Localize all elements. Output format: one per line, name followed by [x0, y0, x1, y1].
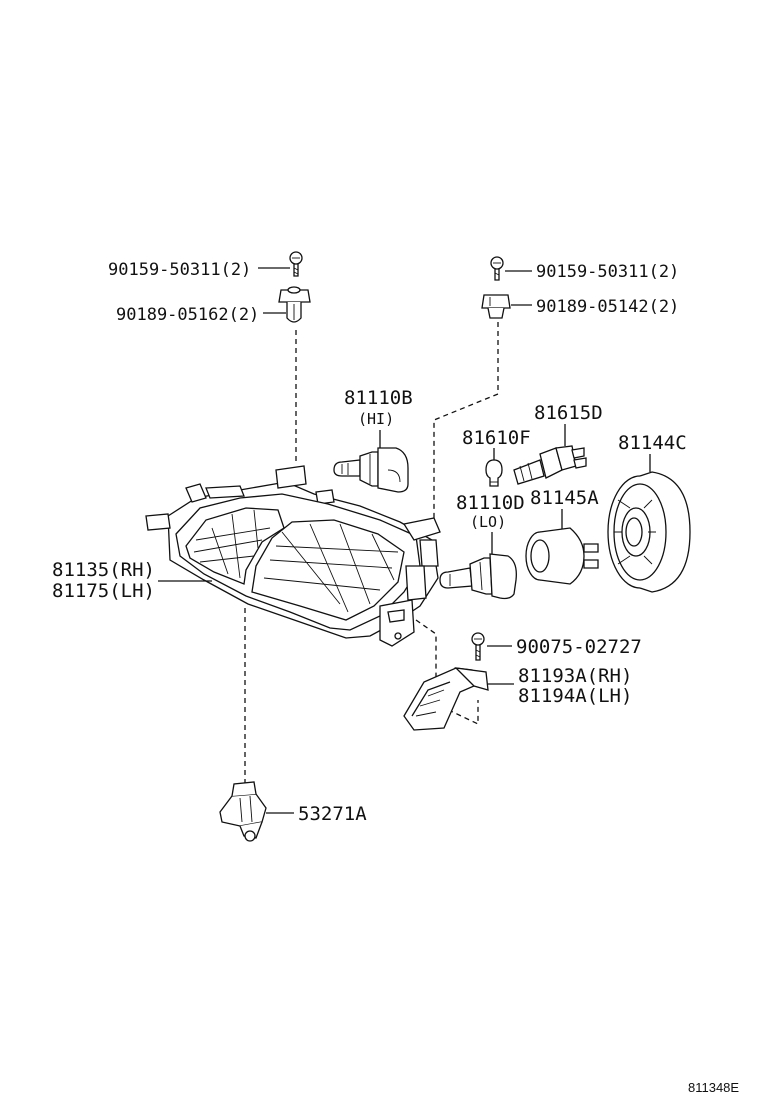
- screw-left-icon: [289, 251, 303, 277]
- nut-left-icon: [278, 286, 311, 323]
- nut-right-icon: [481, 294, 511, 319]
- bulb-lo-icon: [439, 553, 517, 600]
- label-screw-left: 90159-50311(2): [108, 260, 251, 280]
- clip-icon: [219, 781, 267, 842]
- dash-nut-right: [433, 322, 499, 524]
- label-bracket-rh: 81193A(RH): [518, 665, 632, 687]
- socket-icon: [513, 445, 587, 485]
- label-bracket-lh: 81194A(LH): [518, 685, 632, 707]
- cap-icon: [525, 527, 599, 585]
- label-cover: 81144C: [618, 432, 687, 454]
- cover-icon: [607, 471, 691, 593]
- label-socket: 81615D: [534, 402, 603, 424]
- label-clip: 53271A: [298, 803, 367, 825]
- bracket-icon: [403, 667, 489, 731]
- label-bulb-lo-sub: (LO): [470, 513, 506, 531]
- label-bolt: 90075-02727: [516, 636, 642, 658]
- diagram-code: 811348E: [688, 1080, 739, 1095]
- bulb-small-icon: [485, 459, 503, 487]
- label-nut-right: 90189-05142(2): [536, 297, 679, 317]
- label-headlamp-lh: 81175(LH): [52, 580, 155, 602]
- label-bulb-lo: 81110D: [456, 492, 525, 514]
- bulb-hi-icon: [333, 447, 409, 493]
- screw-right-icon: [490, 256, 504, 281]
- bolt-icon: [471, 632, 485, 661]
- label-screw-right: 90159-50311(2): [536, 262, 679, 282]
- headlamp-assembly-icon: [145, 465, 441, 647]
- label-bulb-hi-sub: (HI): [358, 410, 394, 428]
- label-bulb-small: 81610F: [462, 427, 531, 449]
- label-headlamp-rh: 81135(RH): [52, 559, 155, 581]
- label-bulb-hi: 81110B: [344, 387, 413, 409]
- label-cap: 81145A: [530, 487, 599, 509]
- label-nut-left: 90189-05162(2): [116, 305, 259, 325]
